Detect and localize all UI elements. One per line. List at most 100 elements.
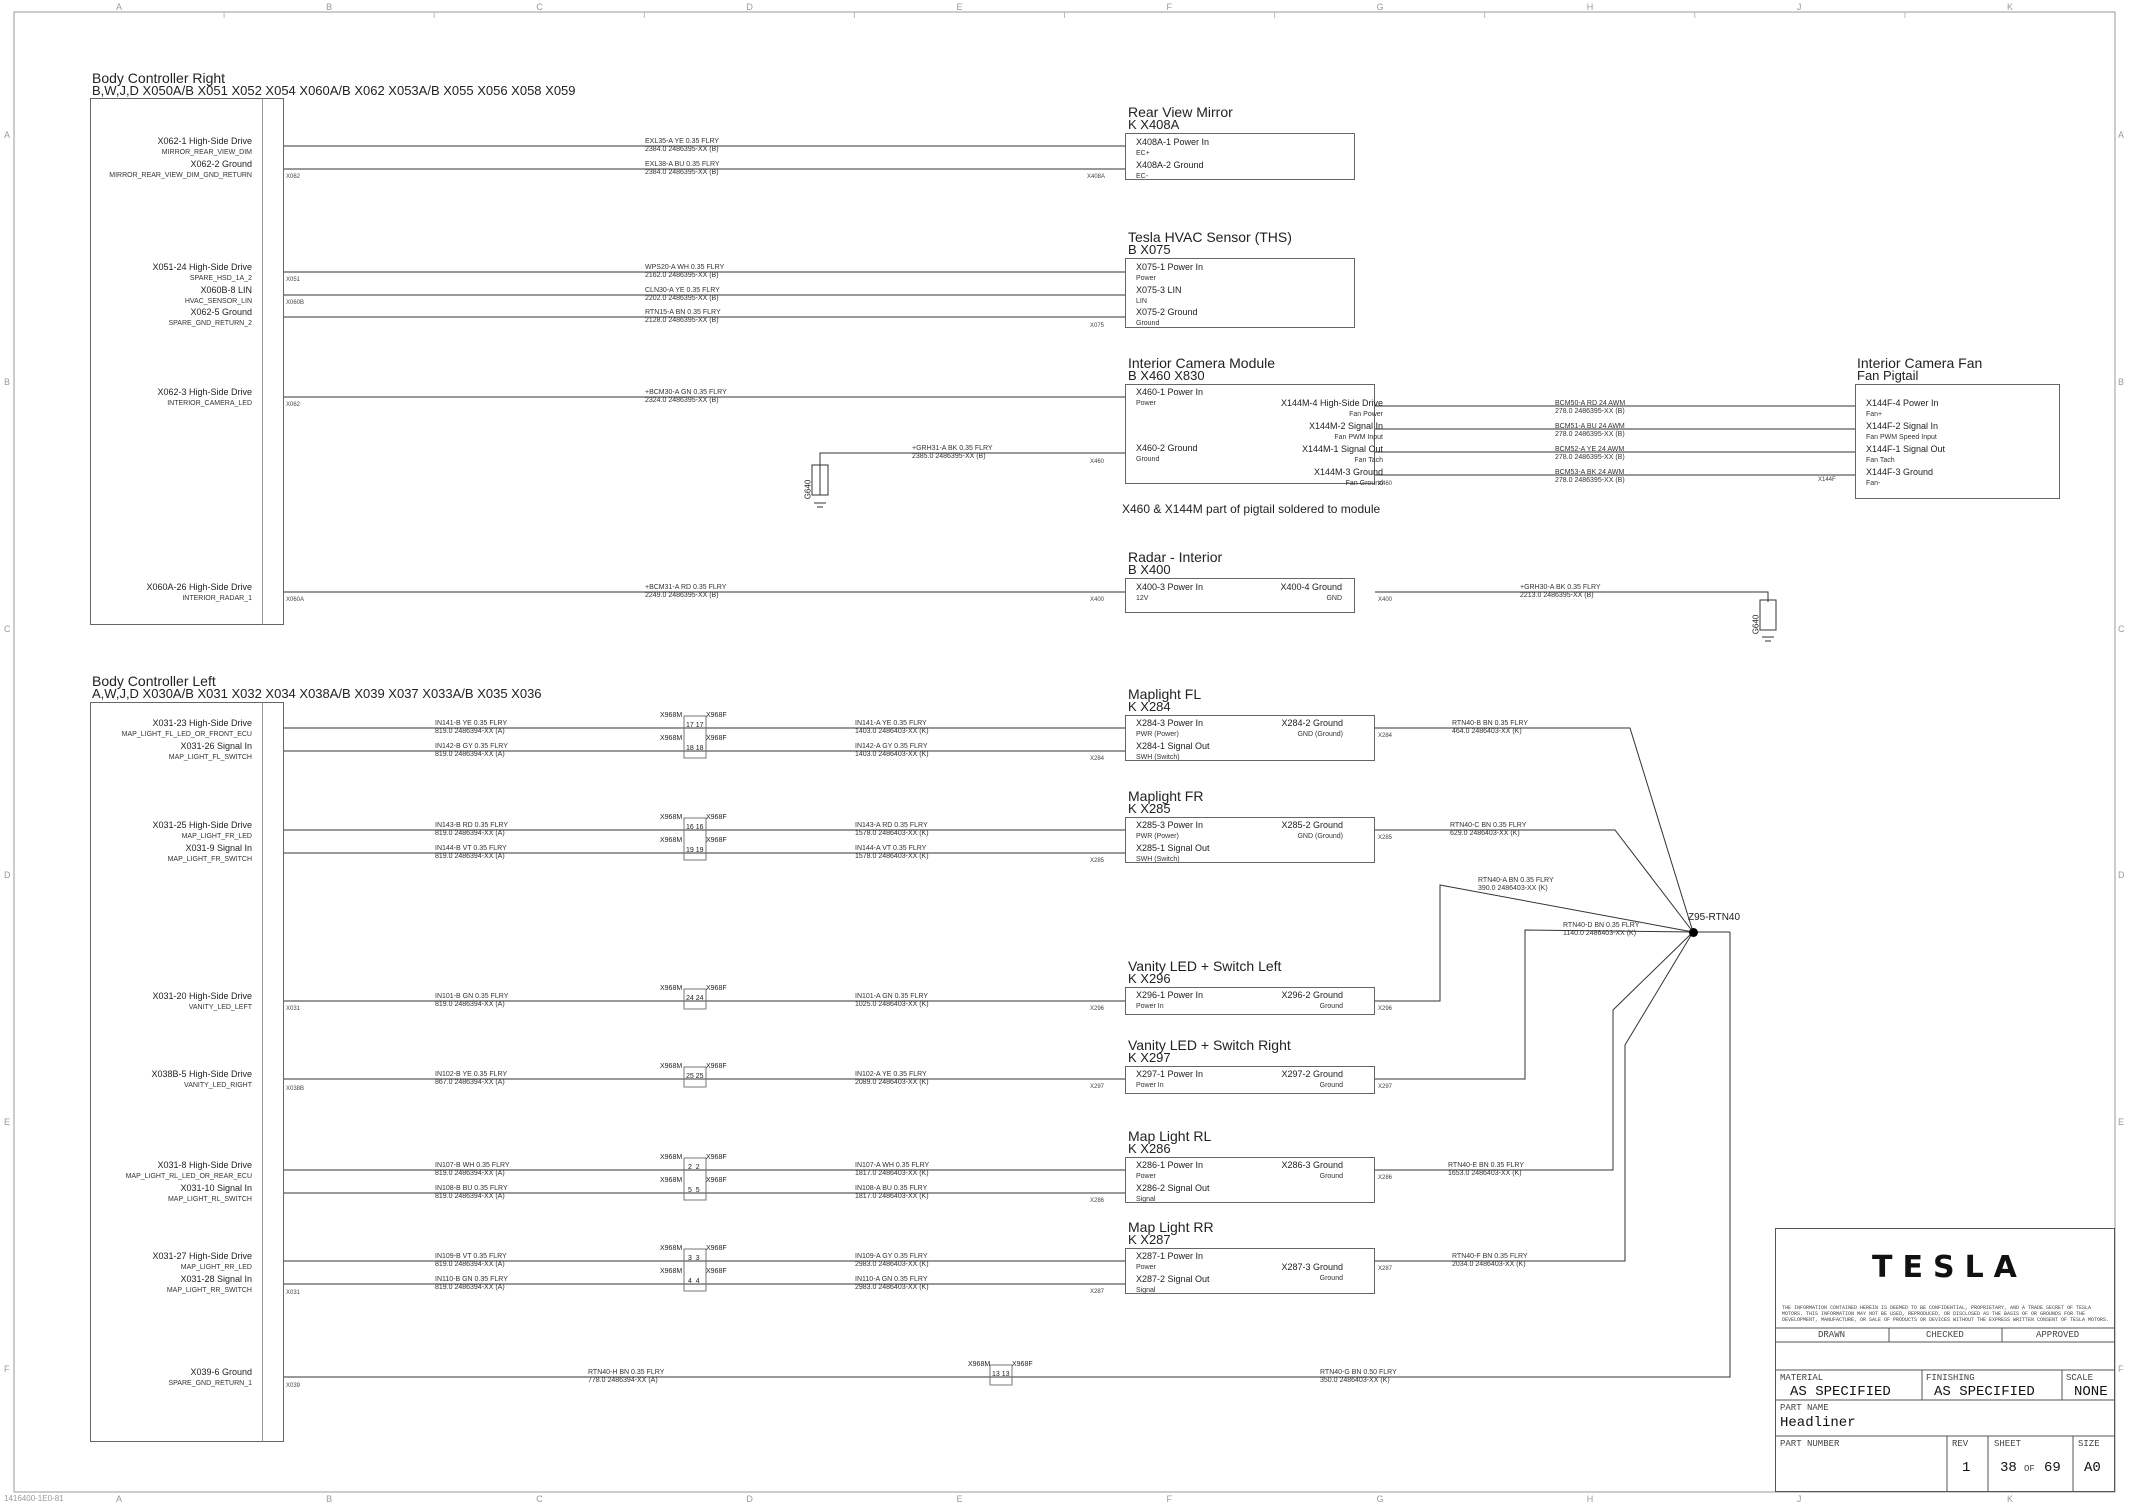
inline-connector[interactable]: X968M: [660, 837, 683, 844]
vl-box[interactable]: [1125, 987, 1375, 1015]
mfl-title: Maplight FL: [1128, 686, 1202, 702]
inline-connector[interactable]: X968F: [706, 1063, 727, 1070]
inline-connector[interactable]: X968F: [706, 1177, 727, 1184]
inline-connector[interactable]: X968M: [660, 735, 683, 742]
sheet-id: 1416400-1E0-81: [4, 1494, 64, 1503]
fan-box[interactable]: [1855, 384, 2060, 499]
inline-connector[interactable]: X968F: [706, 735, 727, 742]
mrr-box[interactable]: [1125, 1248, 1375, 1294]
ths-box[interactable]: [1125, 258, 1355, 328]
splice-point[interactable]: [1689, 928, 1698, 937]
inline-connector[interactable]: X968F: [706, 1245, 727, 1252]
inline-connector[interactable]: X968M: [660, 1063, 683, 1070]
inline-connector[interactable]: X968F: [706, 1154, 727, 1161]
icm-box[interactable]: [1125, 384, 1375, 484]
vr-box[interactable]: [1125, 1066, 1375, 1094]
mfr-box[interactable]: [1125, 817, 1375, 863]
connector-tag: X060A: [286, 597, 305, 603]
mrl-box[interactable]: [1125, 1157, 1375, 1203]
zone-letter: A: [4, 130, 11, 141]
radar-box[interactable]: [1125, 578, 1355, 613]
inline-connector[interactable]: X968F: [706, 712, 727, 719]
connector-tag: X408A: [1087, 174, 1106, 180]
rvm-box[interactable]: [1125, 133, 1355, 180]
connector-tag: X460: [1090, 459, 1105, 465]
bcr-box[interactable]: [90, 98, 284, 625]
inline-connector[interactable]: X968M: [660, 814, 683, 821]
inline-connector[interactable]: X968M: [660, 712, 683, 719]
inline-connector[interactable]: X968F: [706, 814, 727, 821]
mfl-box[interactable]: [1125, 715, 1375, 761]
inline-connector[interactable]: X968M: [660, 1245, 683, 1252]
inline-connector[interactable]: X968M: [660, 1268, 683, 1275]
inline-connector[interactable]: X968M: [660, 1154, 683, 1161]
inline-connector[interactable]: X968F: [706, 1268, 727, 1275]
inline-connector[interactable]: X968M: [660, 1177, 683, 1184]
inline-connector[interactable]: X968M: [968, 1361, 991, 1368]
inline-connector[interactable]: X968M: [660, 985, 683, 992]
cavity-number: 24 24: [686, 995, 704, 1002]
inline-connector[interactable]: X968F: [1012, 1361, 1033, 1368]
zone-letter: A: [116, 2, 123, 12]
bcl-box[interactable]: [90, 702, 284, 1442]
inline-connector[interactable]: X968F: [706, 837, 727, 844]
inline-connector[interactable]: X968F: [706, 985, 727, 992]
